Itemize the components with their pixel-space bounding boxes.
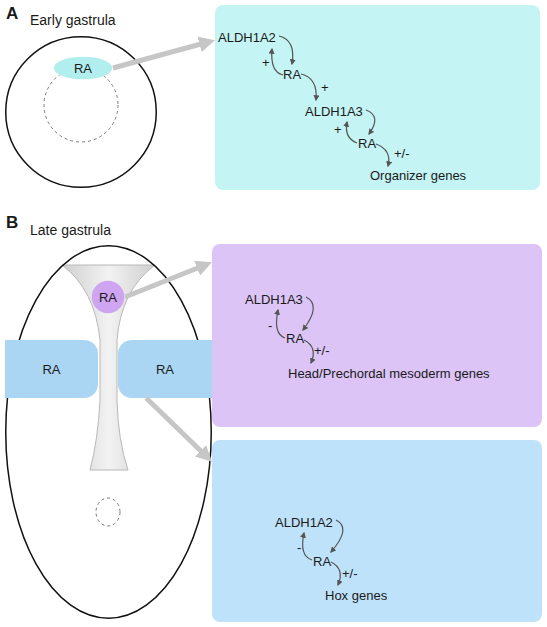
regulation-arrow — [301, 74, 316, 100]
sign-label: - — [268, 318, 272, 333]
ra-domain: RA — [91, 280, 125, 314]
ra-label: RA — [99, 290, 117, 305]
ra-domain: RA — [53, 56, 113, 80]
enzyme-label: ALDH1A2 — [275, 515, 333, 530]
regulation-arrow — [376, 144, 389, 166]
gene-label: Head/Prechordal mesoderm genes — [288, 366, 490, 381]
panel-heading: Early gastrula — [30, 13, 116, 28]
ra-domain-shape — [54, 57, 113, 80]
enzyme-label: ALDH1A2 — [218, 30, 276, 45]
ra-domain-shape — [92, 281, 125, 314]
pathway-box: ALDH1A3 -RA +/- Head/Prechordal mesoderm ge… — [212, 244, 542, 427]
sign-label: - — [297, 540, 301, 555]
regulation-arrow — [304, 340, 313, 363]
regulation-arrow — [279, 36, 293, 64]
label-holder: RA — [118, 340, 212, 398]
regulation-arrow — [346, 122, 357, 143]
ra-label: RA — [283, 67, 301, 82]
ra-band: RA — [5, 340, 98, 398]
ra-label: RA — [42, 362, 60, 377]
ra-label: RA — [74, 61, 92, 76]
sign-label: + — [321, 80, 329, 95]
gene-label: Hox genes — [325, 588, 387, 603]
ra-label: RA — [313, 554, 331, 569]
embryo-outline: Early gastrulaRA — [5, 36, 157, 188]
ra-label: RA — [358, 136, 376, 151]
panel-letter: A — [6, 4, 18, 24]
label-holder: RA — [91, 280, 125, 314]
regulation-arrow — [366, 110, 375, 134]
regulation-arrow — [277, 310, 285, 338]
ra-label: RA — [286, 331, 304, 346]
enzyme-label: ALDH1A3 — [245, 292, 303, 307]
regulation-arrow — [303, 297, 313, 330]
embryo-outline-shape — [6, 37, 157, 188]
regulation-arrows — [272, 36, 389, 585]
panel-heading: Late gastrula — [30, 223, 111, 238]
pathway-box: ALDH1A2 -RA +/- Hox genes — [212, 440, 542, 622]
connector-layer — [113, 42, 207, 456]
pathway-box: ALDH1A2 + RA + ALDH1A3 + RA +/- Organizer genes — [215, 5, 540, 190]
sign-label: +/- — [314, 343, 330, 358]
ra-band: RA — [118, 340, 212, 398]
regulation-arrow — [331, 520, 343, 552]
enzyme-label: ALDH1A3 — [305, 104, 363, 119]
sign-label: + — [334, 122, 342, 137]
sign-label: +/- — [342, 566, 358, 581]
pointer-arrow — [113, 42, 207, 68]
regulation-arrow — [331, 562, 340, 585]
panel-letter: B — [6, 213, 18, 233]
label-holder: RA — [5, 340, 98, 398]
gene-label: Organizer genes — [370, 168, 466, 183]
embryo-outline-shape — [6, 246, 212, 619]
dashed-outline — [96, 498, 120, 526]
sign-label: +/- — [394, 146, 410, 161]
embryo-outline: Late gastrulaRARARA — [5, 245, 212, 619]
sign-label: + — [262, 55, 270, 70]
regulation-arrow — [303, 533, 312, 560]
regulation-arrow — [272, 49, 283, 75]
pointer-arrow — [146, 398, 206, 456]
ra-label: RA — [156, 362, 174, 377]
pointer-arrow — [125, 265, 205, 297]
label-holder: RA — [53, 56, 113, 80]
